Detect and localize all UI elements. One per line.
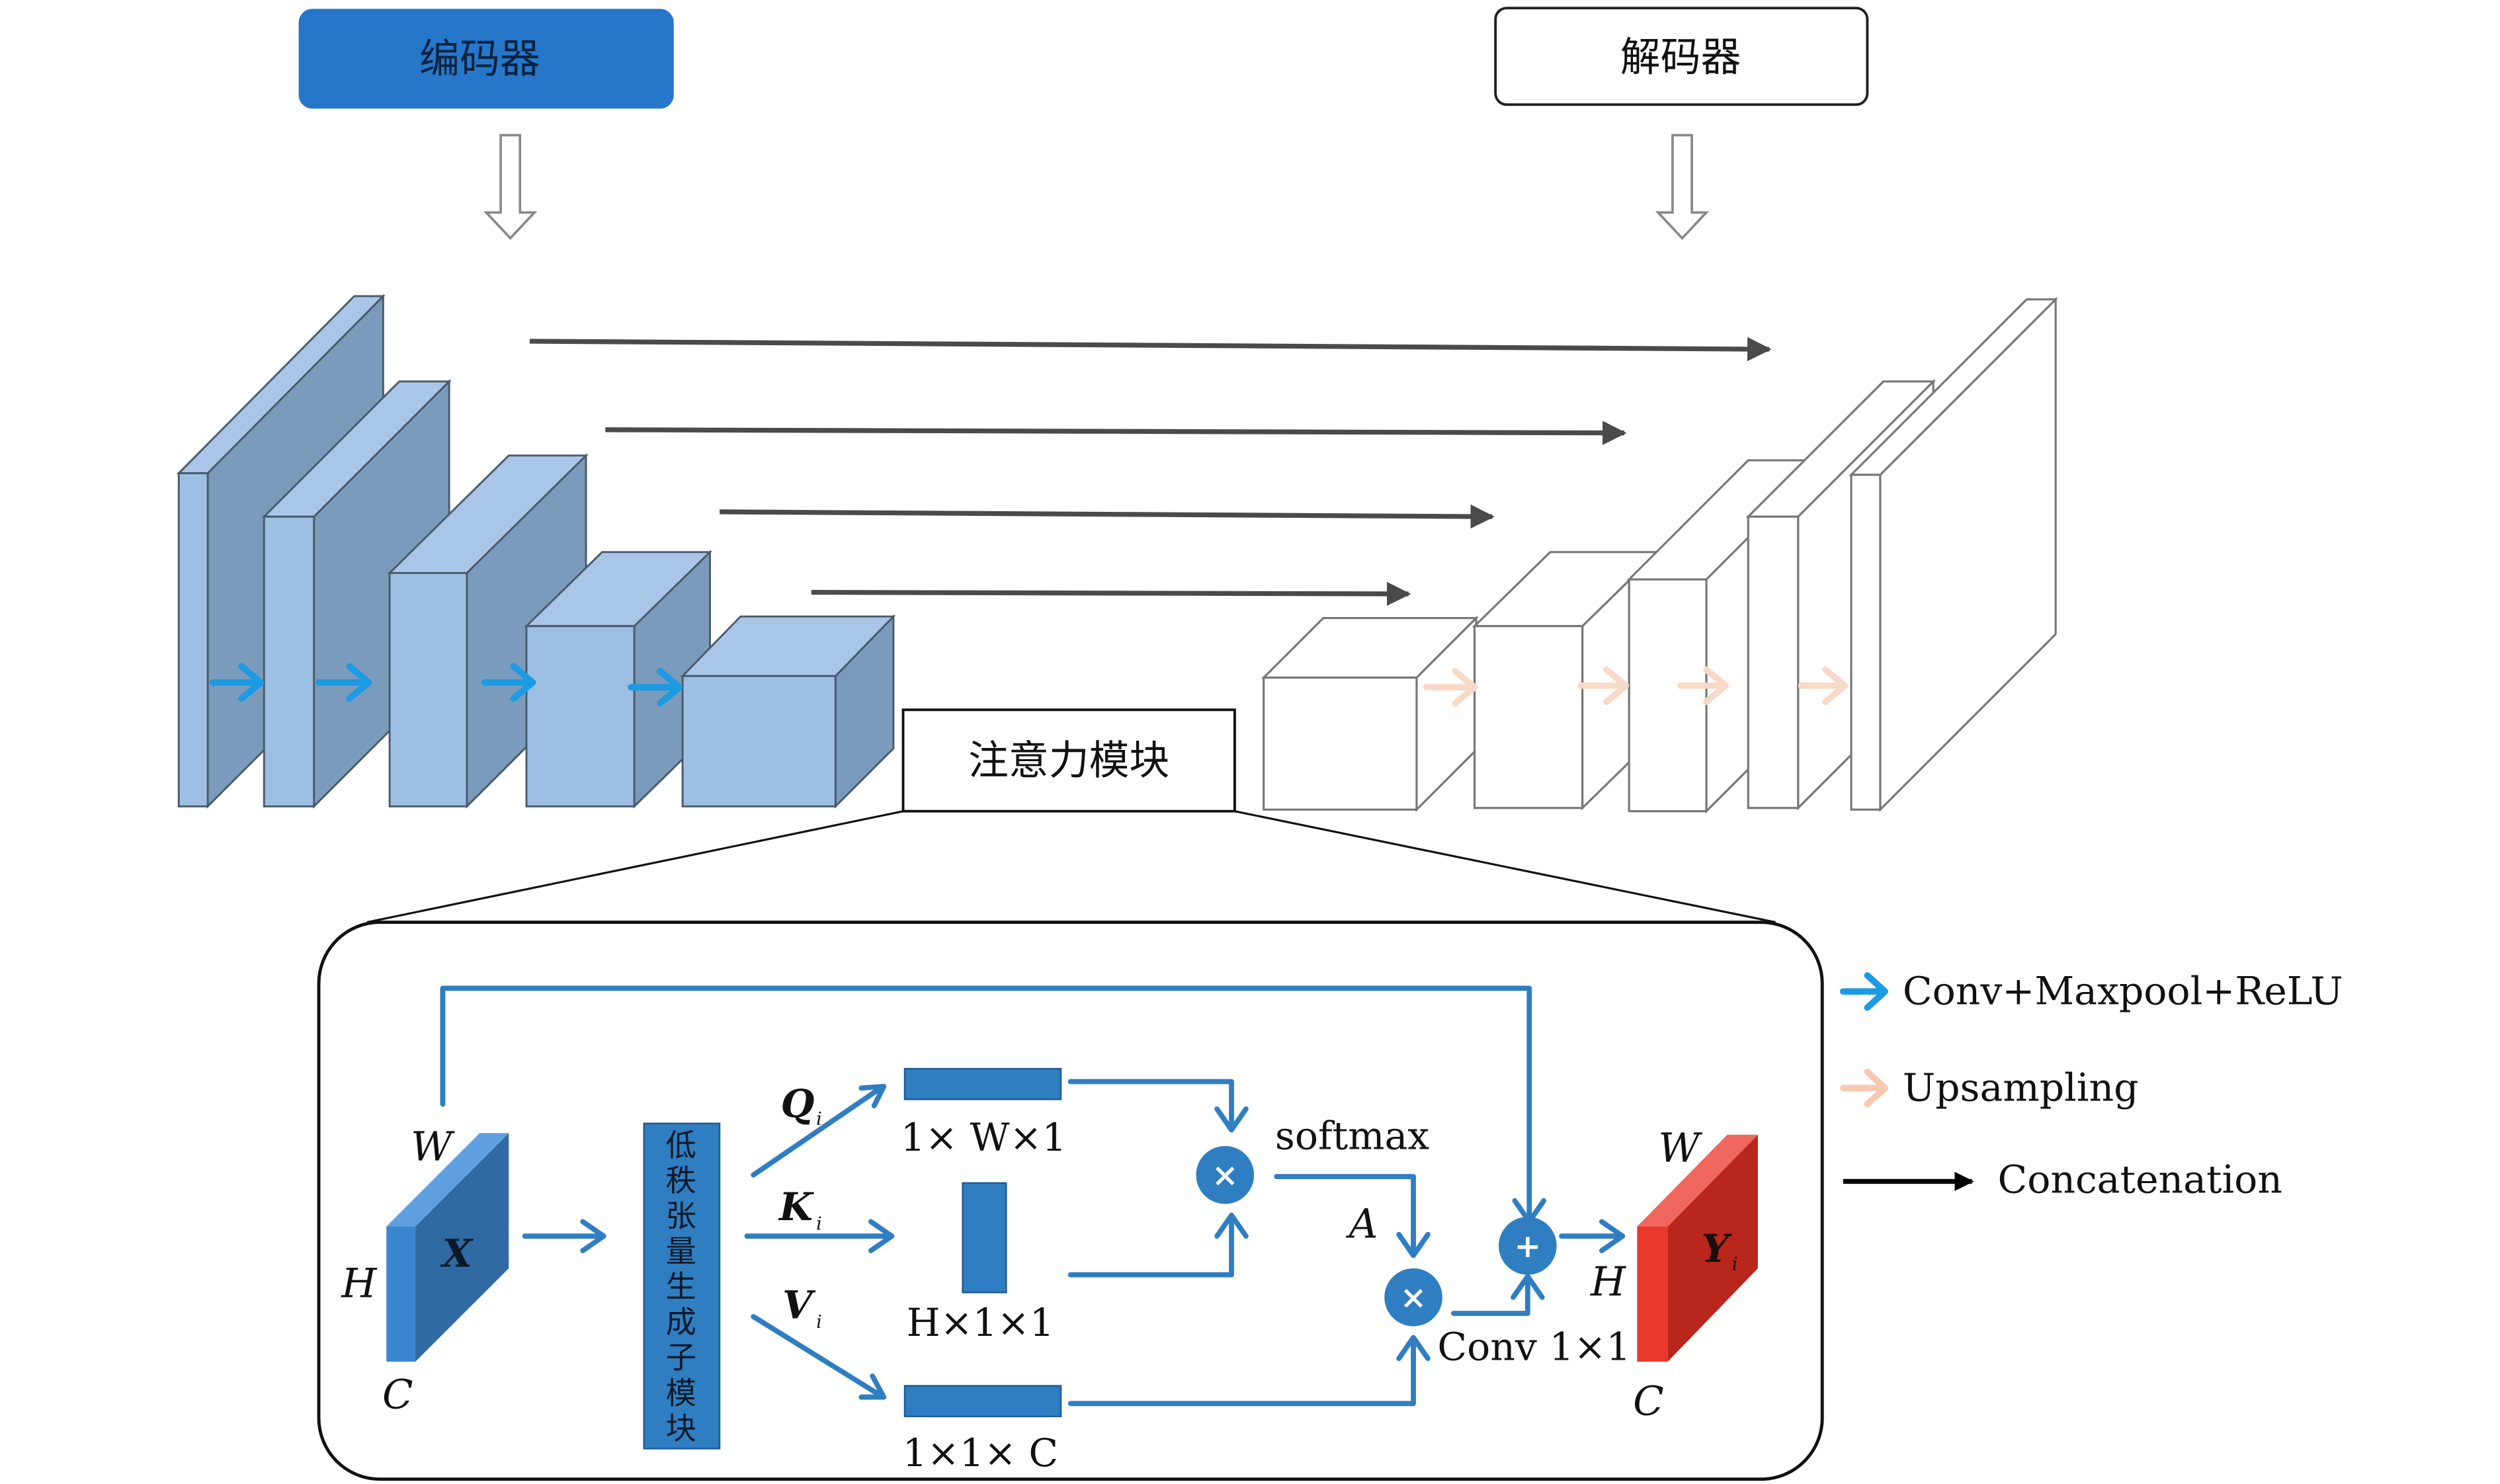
input-dim-h: H	[341, 1261, 378, 1307]
flow-generator-to-q	[751, 1085, 884, 1178]
encoder-label: 编码器	[419, 36, 540, 83]
upsampling-arrow-1	[1423, 668, 1478, 707]
input-dim-c: C	[382, 1372, 413, 1419]
upsampling-arrow-4	[1798, 666, 1849, 706]
skip-arrow-1	[529, 337, 1772, 362]
input-tensor-label: X	[440, 1230, 474, 1276]
conv-arrow-3	[481, 663, 536, 702]
flow-softmax	[1274, 1174, 1416, 1253]
k-shape-label: H×1×1	[907, 1300, 1054, 1345]
legend-upsampling-label: Upsampling	[1903, 1065, 2139, 1110]
decoder-label: 解码器	[1620, 34, 1741, 81]
output-dim-w: W	[1658, 1126, 1702, 1172]
flow-residual	[440, 985, 1532, 1219]
skip-arrow-4	[811, 581, 1411, 606]
output-dim-c: C	[1633, 1378, 1664, 1424]
output-tensor-y: Y i	[1637, 1134, 1758, 1362]
svg-text:×: ×	[1400, 1279, 1427, 1317]
flow-v-to-mult2	[1067, 1339, 1416, 1407]
lowrank-generator-block: 低秩张量生成子模块	[643, 1122, 721, 1450]
encoder-down-arrow	[483, 134, 538, 240]
output-tensor-label: Y	[1702, 1225, 1733, 1271]
conv1x1-label: Conv 1×1	[1437, 1325, 1630, 1370]
decoder-down-arrow	[1655, 134, 1710, 240]
attention-map-label: A	[1346, 1202, 1378, 1248]
q-shape-label: 1× W×1	[901, 1115, 1067, 1160]
legend-item-upsampling: Upsampling	[1840, 1065, 2139, 1110]
lowrank-generator-label: 低秩张量生成子模块	[666, 1127, 696, 1446]
conv-arrow-2	[315, 663, 372, 702]
multiply-op-2: ×	[1384, 1268, 1442, 1327]
decoder-block-1	[1261, 615, 1479, 813]
input-tensor-x: X	[386, 1133, 509, 1362]
svg-text:+: +	[1514, 1227, 1541, 1265]
conv-arrow-1	[209, 663, 265, 702]
k-label: K i	[778, 1184, 822, 1235]
q-label: Q i	[781, 1081, 822, 1130]
input-dim-w: W	[411, 1124, 455, 1171]
skip-arrow-3	[720, 504, 1495, 529]
k-feature-block	[962, 1182, 1007, 1294]
add-op: +	[1499, 1216, 1557, 1275]
svg-text:×: ×	[1212, 1157, 1239, 1194]
legend-upsampling-arrow-icon	[1840, 1069, 1889, 1108]
svg-text:Q: Q	[781, 1081, 815, 1126]
encoder-blocks	[176, 294, 896, 809]
legend: Conv+Maxpool+ReLU Upsampling Concatenati…	[1840, 969, 2343, 1202]
zoom-line-right	[1234, 810, 1776, 924]
zoom-line-left	[366, 810, 903, 924]
v-feature-block	[903, 1385, 1062, 1417]
legend-item-conv: Conv+Maxpool+ReLU	[1840, 969, 2343, 1014]
multiply-op-1: ×	[1196, 1145, 1255, 1204]
v-shape-label: 1×1× C	[903, 1430, 1058, 1475]
svg-text:i: i	[816, 1312, 822, 1333]
legend-conv-arrow-icon	[1840, 972, 1889, 1011]
output-dim-h: H	[1590, 1259, 1627, 1305]
upsampling-arrow-2	[1577, 666, 1630, 706]
conv-arrows	[209, 663, 683, 707]
legend-conv-label: Conv+Maxpool+ReLU	[1903, 969, 2343, 1014]
legend-item-concatenation: Concatenation	[1843, 1157, 2282, 1202]
attention-module-box: 注意力模块	[901, 708, 1236, 813]
legend-concat-label: Concatenation	[1998, 1157, 2282, 1202]
flow-k-to-mult1	[1067, 1217, 1234, 1278]
decoder-label-box: 解码器	[1494, 7, 1869, 106]
skip-arrow-2	[605, 421, 1627, 445]
svg-text:V: V	[782, 1282, 816, 1327]
attention-flow	[440, 985, 1626, 1407]
decoder-blocks	[1261, 296, 2058, 814]
output-tensor-sub: i	[1732, 1254, 1738, 1274]
svg-text:i: i	[816, 1109, 822, 1130]
attention-detail-panel	[317, 921, 1824, 1481]
conv-arrow-4	[628, 668, 683, 707]
q-feature-block	[903, 1067, 1062, 1100]
svg-text:K: K	[778, 1184, 814, 1229]
svg-text:i: i	[816, 1214, 822, 1234]
flow-conv1x1	[1450, 1280, 1530, 1316]
encoder-block-5	[680, 614, 896, 809]
softmax-label: softmax	[1275, 1114, 1429, 1159]
v-label: V i	[782, 1282, 822, 1333]
flow-generator-to-v	[751, 1313, 884, 1399]
upsampling-arrow-3	[1677, 666, 1729, 706]
attention-module-label: 注意力模块	[968, 738, 1169, 784]
flow-q-to-mult1	[1067, 1079, 1234, 1128]
decoder-block-5	[1849, 296, 2058, 813]
skip-connections	[529, 337, 1772, 606]
upsampling-arrows	[1423, 666, 1849, 707]
encoder-label-box: 编码器	[298, 9, 674, 109]
